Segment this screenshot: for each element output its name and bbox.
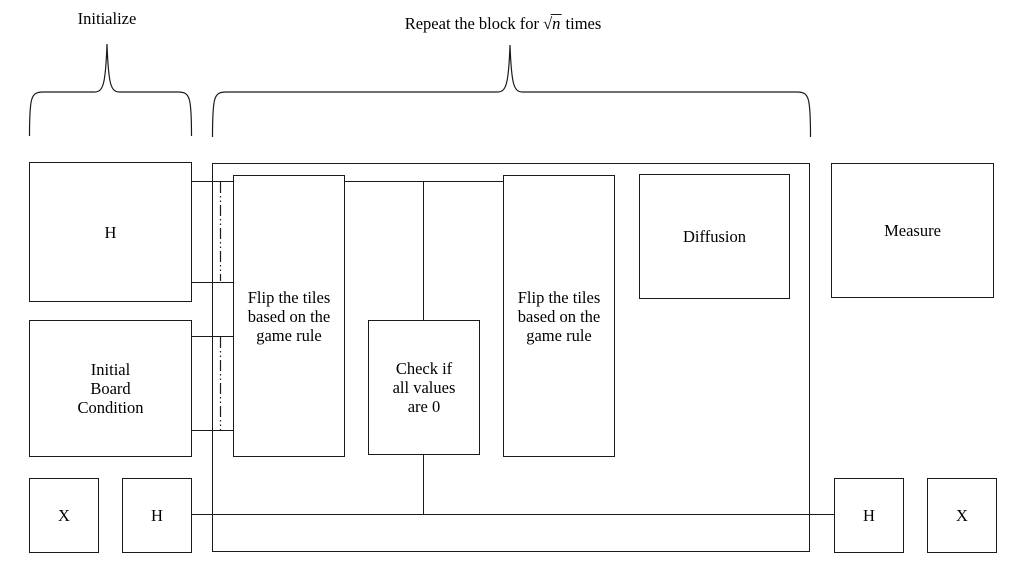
hadamard-bottom-left-label: H	[151, 506, 163, 525]
repeat-brace	[211, 44, 812, 138]
check-zero-box: Check if all values are 0	[368, 320, 480, 455]
wire-check-top-connector	[423, 181, 424, 320]
flip-tiles-label-2: Flip the tiles based on the game rule	[517, 287, 601, 345]
check-zero-label: Check if all values are 0	[392, 359, 456, 416]
flip-tiles-box-1: Flip the tiles based on the game rule	[233, 175, 345, 457]
wire-hadamard-to-flip-lower	[191, 282, 233, 283]
hadamard-bottom-left-box: H	[122, 478, 192, 553]
radical-sign: √	[543, 14, 553, 33]
diffusion-box: Diffusion	[639, 174, 790, 299]
wire-board-to-flip-upper	[191, 336, 233, 337]
repeat-label-suffix: times	[561, 14, 602, 33]
repeat-block-frame	[212, 163, 810, 552]
wire-board-to-flip-lower	[191, 430, 233, 431]
initial-board-condition-box: Initial Board Condition	[29, 320, 192, 457]
wire-ancilla	[191, 514, 835, 515]
x-gate-bottom-left-label: X	[58, 506, 70, 525]
x-gate-bottom-right-label: X	[956, 506, 968, 525]
hadamard-bottom-right-box: H	[834, 478, 904, 553]
flip-tiles-label-1: Flip the tiles based on the game rule	[247, 287, 331, 345]
measure-label: Measure	[884, 221, 941, 240]
hadamard-top-box: H	[29, 162, 192, 302]
repeat-label: Repeat the block for √n times	[404, 14, 602, 34]
initial-board-condition-label: Initial Board Condition	[77, 360, 144, 417]
diffusion-label: Diffusion	[683, 227, 746, 246]
initialize-label: Initialize	[77, 9, 137, 28]
hadamard-top-label: H	[104, 222, 117, 242]
hadamard-bottom-right-label: H	[863, 506, 875, 525]
measure-box: Measure	[831, 163, 994, 298]
initialize-brace	[28, 43, 193, 137]
flip-tiles-box-2: Flip the tiles based on the game rule	[503, 175, 615, 457]
x-gate-bottom-left-box: X	[29, 478, 99, 553]
wire-check-bottom-connector	[423, 455, 424, 515]
wire-hadamard-to-flip-upper	[191, 181, 233, 182]
repeat-label-prefix: Repeat the block for	[404, 14, 544, 33]
radicand-n: n	[551, 14, 562, 33]
x-gate-bottom-right-box: X	[927, 478, 997, 553]
wire-flip1-to-flip2	[344, 181, 504, 182]
